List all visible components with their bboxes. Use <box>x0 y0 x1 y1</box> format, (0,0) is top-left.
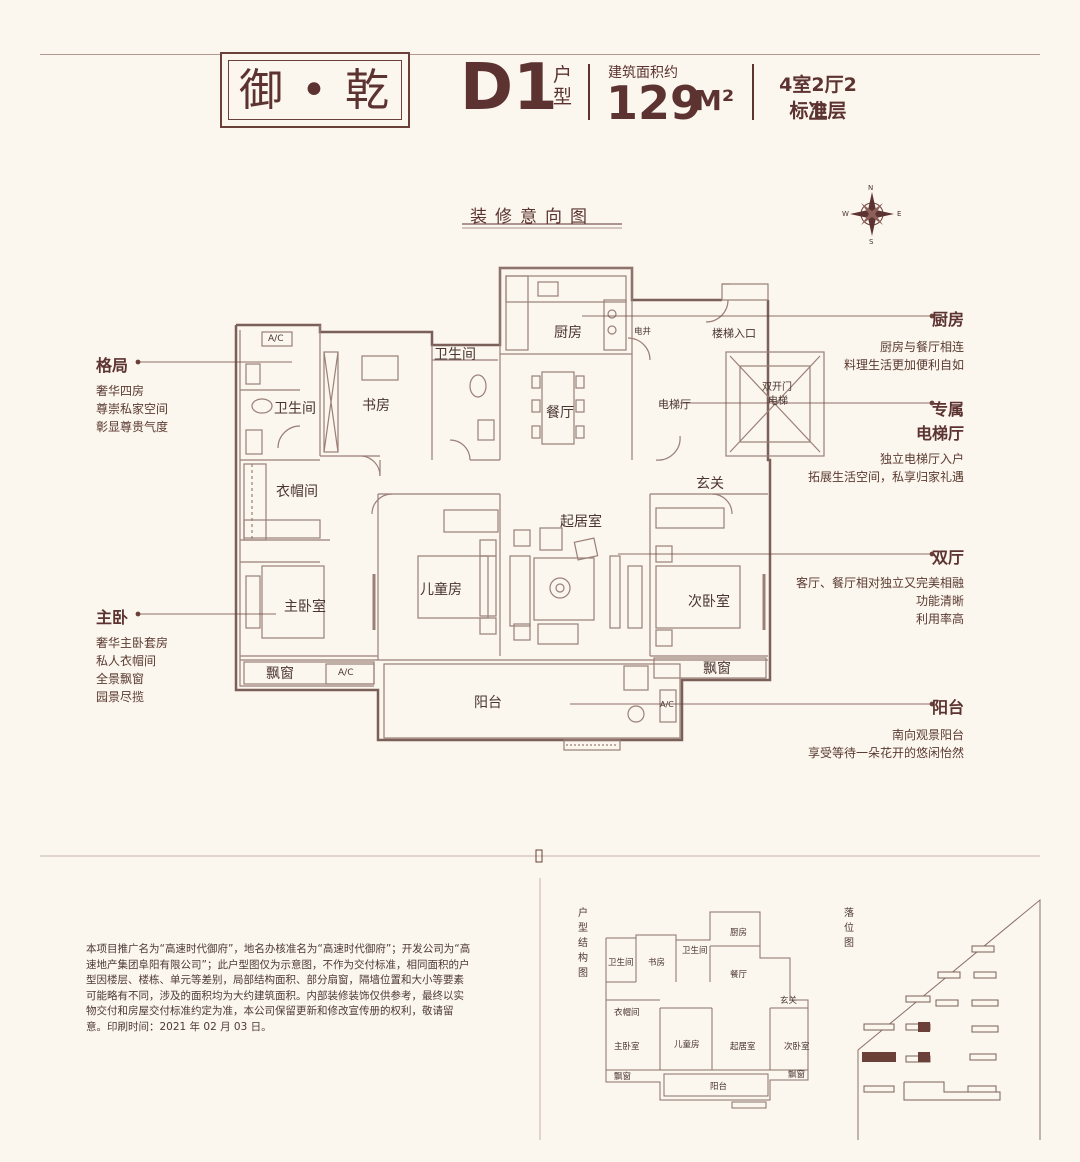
mini-bath-left: 卫生间 <box>608 958 634 968</box>
mini-second: 次卧室 <box>784 1042 810 1052</box>
room-elec-shaft: 电井 <box>634 327 652 337</box>
mini-balcony: 阳台 <box>710 1082 728 1092</box>
room-bay-left: 飘窗 <box>266 666 294 682</box>
room-kitchen: 厨房 <box>554 325 582 341</box>
room-double-elevator: 双开门 <box>762 382 792 393</box>
mini-bay-right: 飘窗 <box>788 1070 806 1080</box>
ac-unit-bottom: A/C <box>338 668 354 678</box>
mini-bay-left: 飘窗 <box>614 1072 632 1082</box>
room-bath-left: 卫生间 <box>274 401 316 417</box>
ac-unit-top: A/C <box>268 334 284 344</box>
compass-icon <box>850 192 894 236</box>
room-elevator: 电梯 <box>768 396 788 407</box>
compass-e: E <box>897 210 902 218</box>
room-living: 起居室 <box>560 514 602 530</box>
compass-n: N <box>868 184 874 192</box>
unit-type-label: 户型 <box>553 64 573 108</box>
page-subtitle: 装修意向图 <box>470 207 595 227</box>
mini-living: 起居室 <box>730 1042 756 1052</box>
room-closet: 衣帽间 <box>276 484 318 500</box>
mini-bath-top: 卫生间 <box>682 946 708 956</box>
brand-rule-left <box>40 54 220 55</box>
mini-master: 主卧室 <box>614 1042 640 1052</box>
callout-elevator: 专属 电梯厅 独立电梯厅入户 拓展生活空间，私享归家礼遇 <box>807 400 964 484</box>
mini-dining: 餐厅 <box>730 970 748 980</box>
compass-s: S <box>869 238 874 246</box>
area-value: 129 <box>606 76 703 130</box>
room-kids: 儿童房 <box>420 582 462 598</box>
site-plan-label: 落位图 <box>844 908 854 949</box>
mini-study: 书房 <box>648 958 666 968</box>
room-study: 书房 <box>362 398 390 414</box>
compass-w: W <box>842 210 849 218</box>
room-bath-top: 卫生间 <box>434 347 476 363</box>
unit-type-code: D1 <box>460 51 558 125</box>
mini-kitchen: 厨房 <box>730 928 748 938</box>
mini-closet: 衣帽间 <box>614 1008 640 1018</box>
callout-layout: 格局 奢华四房 尊崇私家空间 彰显尊贵气度 <box>96 356 169 434</box>
callout-master: 主卧 奢华主卧套房 私人衣帽间 全景飘窗 园景尽揽 <box>96 608 169 704</box>
room-count: 4室2厅2卫 <box>779 74 857 123</box>
mini-structure-plan <box>605 911 809 1109</box>
room-bay-right: 飘窗 <box>703 661 731 677</box>
callout-kitchen: 厨房 厨房与餐厅相连 料理生活更加便利自如 <box>843 310 964 372</box>
brand-title: 御 • 乾 <box>228 60 402 120</box>
callout-halls: 双厅 客厅、餐厅相对独立又完美相融 功能清晰 利用率高 <box>795 548 964 626</box>
area-unit: M² <box>694 84 735 117</box>
ac-unit-right: A/C <box>660 700 674 709</box>
area-label: 建筑面积约 <box>608 65 678 81</box>
room-master-bed: 主卧室 <box>284 599 326 615</box>
room-stair-entry: 楼梯入口 <box>712 327 756 340</box>
mini-kids: 儿童房 <box>674 1040 700 1050</box>
callout-balcony: 阳台 南向观景阳台 享受等待一朵花开的悠闲怡然 <box>807 698 964 760</box>
mini-foyer: 玄关 <box>780 996 798 1006</box>
brand-rule-right <box>410 54 1040 55</box>
room-foyer: 玄关 <box>696 476 724 492</box>
site-plan-map <box>857 898 1041 1140</box>
floor-type: 标准层 <box>789 100 847 122</box>
structure-plan-label: 户型结构图 <box>578 908 588 979</box>
header-divider-2 <box>752 64 754 120</box>
legal-disclaimer: 本项目推广名为“高速时代御府”，地名办核准名为“高速时代御府”；开发公司为“高速… <box>86 943 471 1033</box>
brand-frame <box>220 52 410 128</box>
header-divider-1 <box>588 64 590 120</box>
room-elevator-hall: 电梯厅 <box>658 398 691 411</box>
room-balcony: 阳台 <box>474 695 502 711</box>
room-second-bed: 次卧室 <box>688 594 730 610</box>
room-dining: 餐厅 <box>546 405 574 421</box>
